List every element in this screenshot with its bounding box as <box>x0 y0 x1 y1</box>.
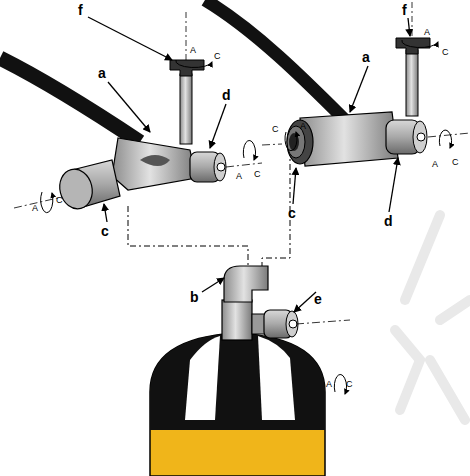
callout-letter: a <box>98 66 106 80</box>
rotation-letter: A <box>300 122 306 131</box>
regulator-right <box>262 2 470 166</box>
rotation-letter: C <box>272 125 279 134</box>
hose <box>205 0 345 120</box>
rotation-letter: C <box>254 170 261 179</box>
callout-letter: e <box>314 292 322 306</box>
regulator-left <box>14 12 262 213</box>
callout-letter: c <box>101 224 109 238</box>
callout-letter: f <box>402 3 407 17</box>
rotation-letter: A <box>326 380 332 389</box>
rotation-letter: A <box>424 28 430 37</box>
gas-cylinder <box>150 333 325 476</box>
rotation-letter: C <box>442 48 449 57</box>
rotation-letter: C <box>214 52 221 61</box>
callout-letter: d <box>384 214 393 228</box>
callout-letter: f <box>78 3 83 17</box>
rotation-letter: A <box>32 204 38 213</box>
callout-letter: b <box>190 290 199 304</box>
watermark <box>395 215 470 420</box>
rotation-letter: C <box>56 196 63 205</box>
rotation-letter: A <box>432 160 438 169</box>
callout-letter: d <box>222 88 231 102</box>
cylinder-valve <box>222 266 350 394</box>
hose <box>0 58 140 142</box>
rotation-letter: C <box>346 380 353 389</box>
callout-letter: c <box>288 206 296 220</box>
leader-arrow <box>88 17 410 312</box>
rotation-letter: C <box>452 158 459 167</box>
rotation-letter: A <box>190 46 196 55</box>
rotation-letter: A <box>236 172 242 181</box>
callout-letter: a <box>362 50 370 64</box>
